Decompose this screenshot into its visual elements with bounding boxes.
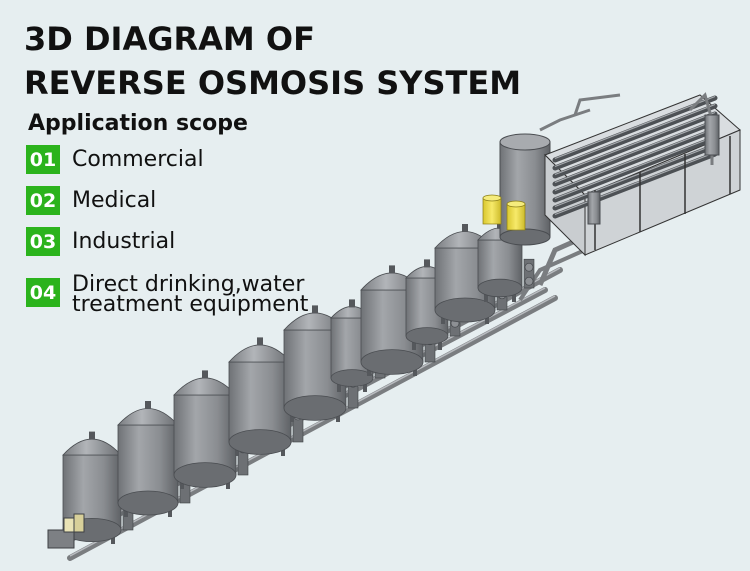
scope-number-badge: 02 bbox=[26, 186, 60, 215]
feed-pump bbox=[47, 513, 85, 549]
application-scope-heading: Application scope bbox=[28, 111, 248, 136]
tank-dome bbox=[117, 408, 179, 426]
membrane-vessel-highlight bbox=[554, 151, 716, 216]
scope-item-commercial: 01 Commercial bbox=[26, 145, 204, 174]
membrane-vessel bbox=[552, 119, 718, 187]
tank-bottom bbox=[477, 278, 523, 298]
tank-body bbox=[173, 394, 237, 476]
scope-label: Commercial bbox=[72, 147, 204, 172]
membrane-vessel bbox=[552, 135, 718, 203]
tank-nozzle bbox=[424, 259, 430, 268]
pump-body bbox=[47, 529, 75, 549]
tank-bottom bbox=[173, 462, 237, 488]
tank-bottom bbox=[434, 297, 496, 323]
membrane-vessel-highlight bbox=[554, 103, 716, 168]
membrane-vessel bbox=[552, 95, 718, 163]
membrane-vessel-highlight bbox=[554, 135, 716, 200]
chemical-dosing-tank bbox=[482, 194, 502, 225]
tank-nozzle bbox=[202, 370, 208, 379]
tank-body bbox=[117, 424, 179, 504]
tank-bottom bbox=[405, 327, 449, 345]
pipe bbox=[518, 248, 586, 302]
tank-nozzle bbox=[349, 299, 355, 308]
scope-number-badge: 01 bbox=[26, 145, 60, 174]
membrane-vessel bbox=[552, 143, 718, 211]
tank-bottom bbox=[117, 490, 179, 516]
membrane-vessel-highlight bbox=[554, 143, 716, 208]
scope-label: Medical bbox=[72, 188, 157, 213]
filter-tank bbox=[477, 220, 535, 302]
page-title-line-2: REVERSE OSMOSIS SYSTEM bbox=[24, 64, 522, 102]
tank-dome bbox=[62, 438, 122, 456]
membrane-vessel bbox=[552, 103, 718, 171]
tank-top bbox=[506, 200, 526, 208]
tank-nozzle bbox=[89, 431, 95, 440]
scope-label-line-2: treatment equipment bbox=[72, 292, 309, 317]
scope-number-badge: 04 bbox=[26, 278, 60, 307]
pipe bbox=[539, 108, 591, 132]
valve-manifold bbox=[523, 258, 535, 289]
membrane-vessel bbox=[552, 127, 718, 195]
membrane-vessel bbox=[552, 151, 718, 219]
cartridge-filter bbox=[704, 114, 720, 156]
membrane-vessel-highlight bbox=[554, 119, 716, 184]
tank-nozzle bbox=[145, 401, 151, 409]
membrane-vessel bbox=[552, 111, 718, 179]
tank-nozzle bbox=[462, 224, 468, 232]
valve-icon bbox=[524, 276, 534, 286]
scope-item-medical: 02 Medical bbox=[26, 186, 156, 215]
tank-nozzle bbox=[389, 265, 395, 274]
filter-tank bbox=[228, 337, 304, 456]
ro-rack-frame bbox=[539, 92, 741, 257]
tank-bottom bbox=[499, 228, 551, 246]
filter-tank-row bbox=[47, 220, 535, 549]
membrane-vessel-highlight bbox=[554, 95, 716, 160]
page-title-line-1: 3D DIAGRAM OF bbox=[24, 20, 315, 58]
tank-bottom bbox=[283, 395, 347, 421]
scope-item-direct-drinking: 04 Direct drinking,water treatment equip… bbox=[26, 272, 309, 317]
scope-label: Direct drinking,water treatment equipmen… bbox=[72, 272, 309, 317]
scope-number-badge: 03 bbox=[26, 227, 60, 256]
tank-nozzle bbox=[257, 337, 263, 346]
tank-bottom bbox=[360, 349, 424, 375]
chemical-dosing-tank bbox=[506, 200, 526, 231]
valve-icon bbox=[524, 262, 534, 272]
pipe bbox=[573, 93, 621, 116]
scope-item-industrial: 03 Industrial bbox=[26, 227, 175, 256]
membrane-vessel-highlight bbox=[554, 127, 716, 192]
scope-label-line-1: Direct drinking,water bbox=[72, 272, 305, 297]
filter-tank bbox=[173, 370, 249, 489]
tank-bottom bbox=[228, 429, 292, 455]
scope-label: Industrial bbox=[72, 229, 176, 254]
tank-dome bbox=[228, 344, 292, 363]
tank-body bbox=[482, 197, 502, 225]
tank-dome bbox=[173, 377, 237, 396]
ro-membrane-rack bbox=[482, 92, 741, 257]
tank-top bbox=[499, 133, 551, 151]
tank-top bbox=[482, 194, 502, 202]
pump-motor bbox=[73, 513, 85, 533]
tank-nozzle bbox=[312, 305, 318, 314]
tank-bottom bbox=[330, 369, 374, 387]
tank-body bbox=[506, 203, 526, 231]
membrane-vessel-highlight bbox=[554, 111, 716, 176]
cartridge-filter bbox=[587, 191, 601, 225]
